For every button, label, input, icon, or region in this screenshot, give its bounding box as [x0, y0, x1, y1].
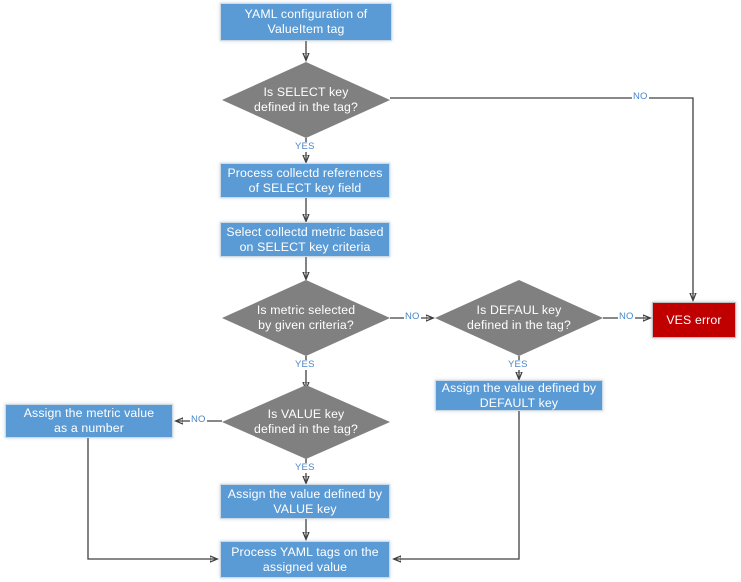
node-assign-number[interactable]: Assign the metric value as a number: [5, 404, 173, 438]
node-ves-error-label: VES error: [666, 312, 722, 327]
edge-label-metric-yes: YES: [294, 359, 316, 370]
node-start-label: YAML configuration of ValueItem tag: [244, 7, 368, 36]
node-assign-default-label: Assign the value defined by DEFAULT key: [441, 380, 597, 410]
edge-label-default-yes: YES: [507, 359, 529, 370]
node-default-decision[interactable]: Is DEFAUL key defined in the tag?: [435, 280, 603, 356]
node-select-decision-label: Is SELECT key defined in the tag?: [253, 85, 359, 114]
node-process-refs-label: Process collectd references of SELECT ke…: [227, 165, 383, 195]
edge-assignnumber-to-processtags: [87, 437, 217, 559]
node-assign-value[interactable]: Assign the value defined by VALUE key: [220, 484, 390, 519]
node-process-refs[interactable]: Process collectd references of SELECT ke…: [220, 163, 390, 198]
node-metric-decision[interactable]: Is metric selected by given criteria?: [222, 280, 390, 356]
edge-label-select-no: NO: [632, 91, 649, 102]
edge-assigndefault-to-processtags: [394, 410, 520, 559]
edge-label-select-yes: YES: [294, 141, 316, 152]
node-select-decision[interactable]: Is SELECT key defined in the tag?: [222, 62, 390, 138]
node-assign-number-label: Assign the metric value as a number: [23, 406, 155, 435]
edge-label-default-no: NO: [618, 311, 635, 322]
node-select-metric-label: Select collectd metric based on SELECT k…: [226, 224, 384, 254]
node-default-decision-label: Is DEFAUL key defined in the tag?: [466, 303, 572, 332]
node-metric-decision-label: Is metric selected by given criteria?: [256, 303, 356, 332]
node-assign-default[interactable]: Assign the value defined by DEFAULT key: [435, 380, 603, 411]
edge-label-value-no: NO: [190, 414, 207, 425]
node-start[interactable]: YAML configuration of ValueItem tag: [220, 3, 392, 41]
node-value-decision-label: Is VALUE key defined in the tag?: [253, 407, 359, 436]
edge-label-metric-no: NO: [404, 311, 421, 322]
node-process-tags[interactable]: Process YAML tags on the assigned value: [220, 541, 390, 578]
node-ves-error[interactable]: VES error: [652, 302, 736, 338]
edge-select-no: [390, 97, 693, 300]
node-select-metric[interactable]: Select collectd metric based on SELECT k…: [220, 222, 390, 257]
node-value-decision[interactable]: Is VALUE key defined in the tag?: [222, 385, 390, 459]
node-process-tags-label: Process YAML tags on the assigned value: [231, 544, 379, 574]
edge-label-value-yes: YES: [294, 462, 316, 473]
node-assign-value-label: Assign the value defined by VALUE key: [227, 486, 383, 516]
